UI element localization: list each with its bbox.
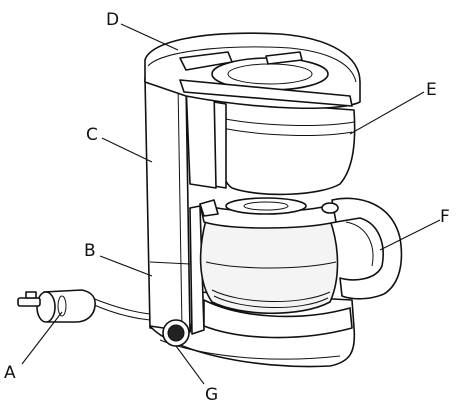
leader-lines [21, 23, 441, 385]
label-d: D [106, 10, 119, 30]
leader-e [349, 91, 425, 135]
leader-a [21, 311, 63, 365]
power-cord-plug [17, 289, 151, 323]
leader-d [120, 23, 179, 51]
power-switch [162, 319, 190, 347]
label-f: F [440, 207, 450, 227]
lid [144, 32, 361, 110]
filter-basket [185, 83, 356, 196]
label-g: G [205, 385, 218, 405]
leader-b [99, 255, 153, 277]
glass-carafe [199, 197, 403, 315]
leader-c [101, 137, 153, 163]
label-b: B [84, 241, 96, 261]
leader-f [379, 219, 441, 251]
leader-g [175, 345, 205, 385]
label-e: E [426, 80, 437, 100]
label-a: A [4, 363, 16, 383]
water-tank-tower [144, 77, 191, 333]
label-c: C [86, 125, 98, 145]
